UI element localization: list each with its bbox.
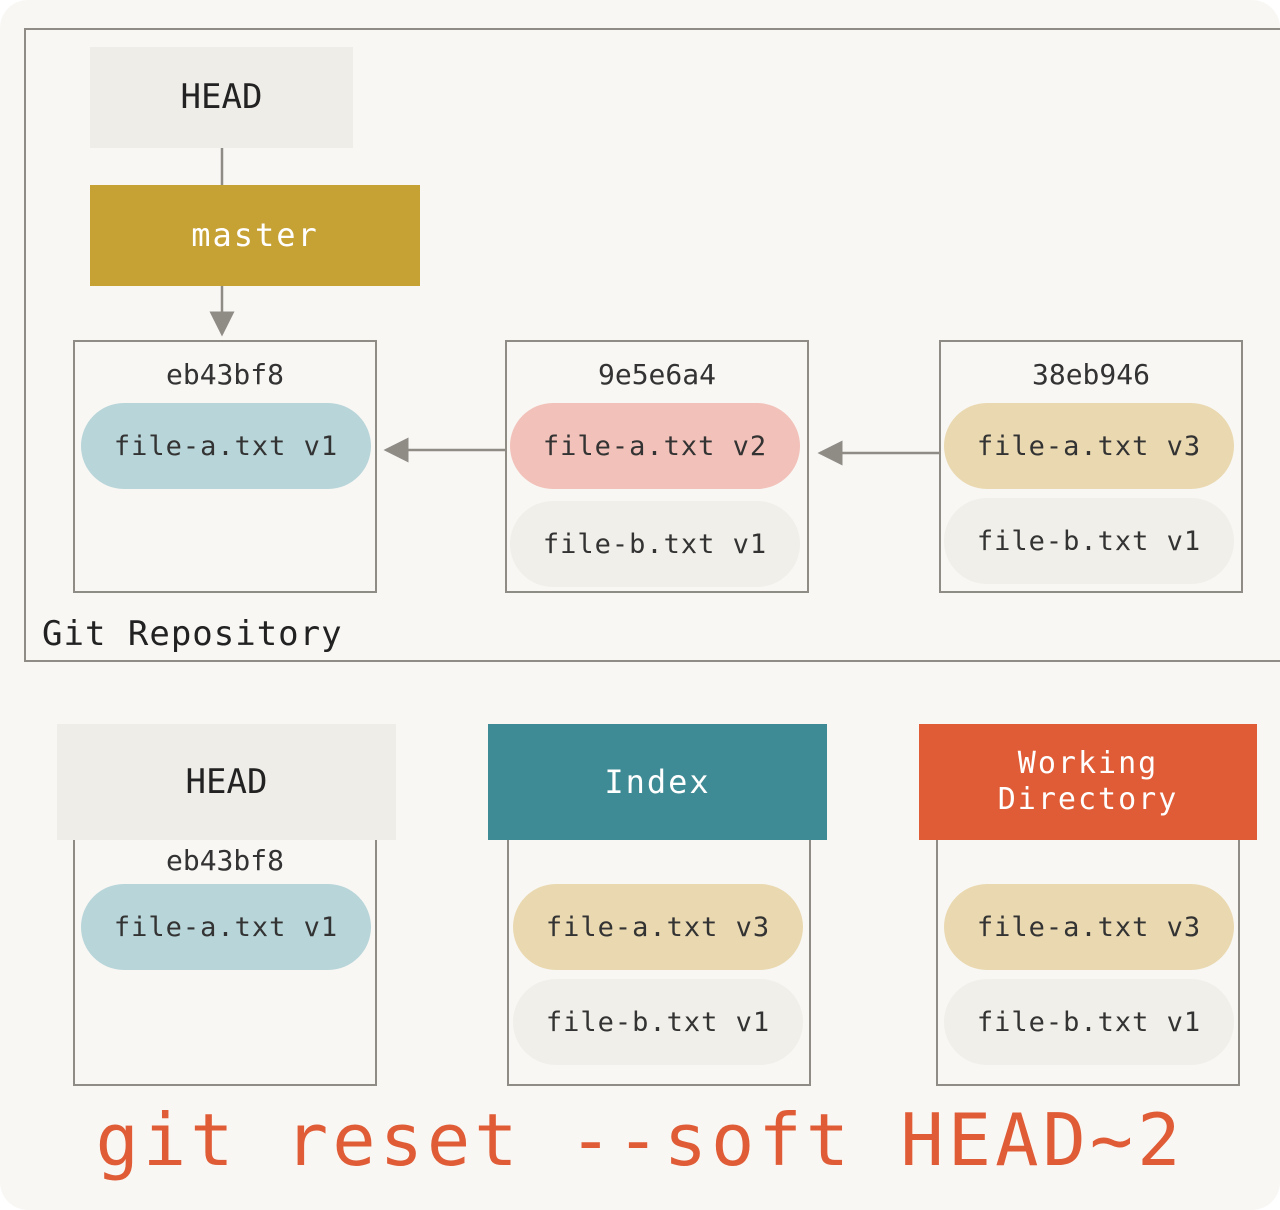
file-pill: file-a.txt v3 bbox=[944, 403, 1234, 489]
file-pill: file-a.txt v1 bbox=[81, 403, 371, 489]
commit-sha: 9e5e6a4 bbox=[597, 358, 716, 391]
file-pill: file-b.txt v1 bbox=[944, 498, 1234, 584]
git-repository-label: Git Repository bbox=[42, 614, 343, 654]
head-tree-sha: eb43bf8 bbox=[165, 844, 284, 877]
commit-sha: eb43bf8 bbox=[165, 358, 284, 391]
commit-38eb946: 38eb946 bbox=[939, 340, 1243, 593]
file-pill: file-b.txt v1 bbox=[513, 979, 803, 1065]
command-caption: git reset --soft HEAD~2 bbox=[95, 1098, 1185, 1182]
working-directory-tree-box bbox=[936, 840, 1240, 1086]
file-pill: file-a.txt v3 bbox=[944, 884, 1234, 970]
index-tree-box bbox=[507, 840, 811, 1086]
file-pill: file-b.txt v1 bbox=[944, 979, 1234, 1065]
file-pill: file-a.txt v1 bbox=[81, 884, 371, 970]
file-pill: file-b.txt v1 bbox=[510, 501, 800, 587]
git-repository-frame bbox=[24, 28, 1280, 662]
head-ref-tag: HEAD bbox=[90, 47, 353, 148]
head-tree-title: HEAD bbox=[57, 724, 396, 840]
commit-sha: 38eb946 bbox=[1031, 358, 1150, 391]
working-directory-tree-title: Working Directory bbox=[919, 724, 1257, 840]
commit-eb43bf8: eb43bf8 bbox=[73, 340, 377, 593]
master-branch-tag: master bbox=[90, 185, 420, 286]
file-pill: file-a.txt v3 bbox=[513, 884, 803, 970]
head-tree-box: eb43bf8 bbox=[73, 840, 377, 1086]
commit-9e5e6a4: 9e5e6a4 bbox=[505, 340, 809, 593]
index-tree-title: Index bbox=[488, 724, 827, 840]
file-pill: file-a.txt v2 bbox=[510, 403, 800, 489]
